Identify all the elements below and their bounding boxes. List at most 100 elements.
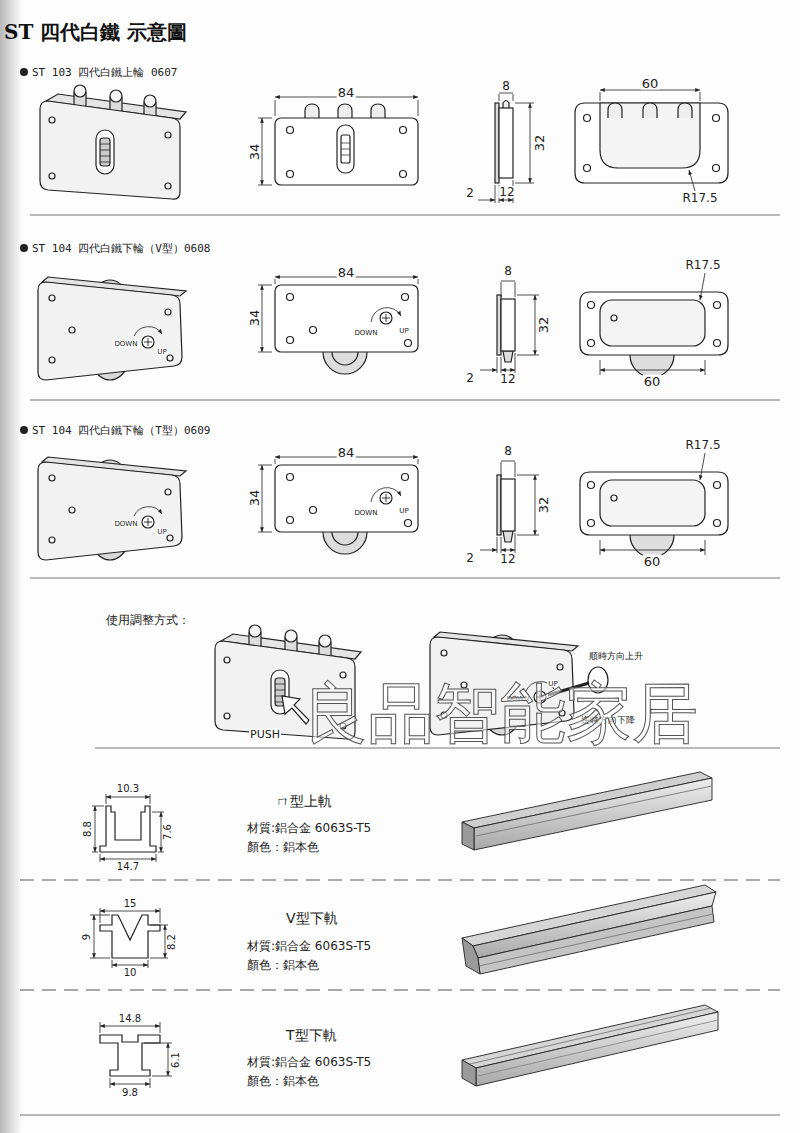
top-wheel-3d (40, 85, 186, 199)
dimension-line (530, 103, 531, 183)
dimension-line (501, 281, 515, 282)
adjust-mark: DOWN (353, 510, 378, 517)
bottom-wheel-side (497, 295, 501, 355)
dimension-label: 34 (248, 489, 261, 508)
instruction-note: 順時方向上升 (588, 652, 644, 661)
divider (20, 989, 780, 990)
dimension-line (100, 854, 156, 862)
top-wheel-front (275, 118, 418, 185)
dimension-label: 8.8 (83, 820, 93, 838)
adjust-mark: UP (156, 349, 167, 356)
top-wheel-3d (100, 138, 110, 166)
rail-profile (100, 1035, 160, 1076)
page-title: ST 四代白鐵 示意圖 (4, 22, 187, 42)
dimension-label: 14.7 (116, 862, 140, 872)
dimension-line (95, 806, 96, 852)
dimension-line (112, 960, 148, 968)
dimension-label: 8 (503, 445, 513, 457)
adjust-mark: UP (398, 328, 409, 335)
bottom-wheel-side (503, 351, 513, 362)
bullet-dot (20, 68, 28, 434)
top-wheel-back (608, 103, 622, 118)
top-wheel-back (575, 103, 728, 183)
bottom-wheel-3d (134, 327, 162, 336)
dimension-line (258, 97, 418, 185)
dimension-label: 60 (643, 375, 662, 388)
bottom-wheel-3d (38, 277, 186, 380)
dimension-line (100, 1026, 160, 1027)
top-wheel-front (371, 104, 385, 118)
bottom-wheel-front (382, 314, 390, 322)
top-wheel-front (337, 125, 354, 173)
rail-3d (479, 914, 713, 966)
rail-3d (478, 1020, 718, 1076)
top-wheel-side (499, 108, 513, 178)
bullet-dot (20, 244, 28, 252)
dimension-line (501, 370, 515, 371)
dimension-label: 12 (499, 553, 516, 565)
bottom-wheel-front (275, 285, 418, 374)
top-wheel-back (678, 103, 692, 118)
bottom-wheel-3d (144, 338, 152, 346)
rail-profile (100, 806, 156, 852)
dimension-line (94, 915, 95, 958)
bottom-wheel-3d (49, 357, 55, 363)
bottom-wheel-back (714, 302, 721, 309)
dimension-line (600, 370, 705, 371)
bottom-wheel-3d (142, 336, 154, 348)
watermark: 良品智能家居 (301, 681, 699, 747)
bottom-wheel-front (405, 340, 412, 347)
bottom-wheel-side (501, 299, 515, 351)
top-wheel-side (503, 101, 509, 109)
dimension-label: R17.5 (684, 259, 721, 271)
part-heading: ST 103 四代白鐵上輪 0607 (31, 67, 178, 78)
adjust-mark: UP (398, 508, 409, 515)
dimension-label: 2 (465, 552, 475, 564)
rail-3d (462, 1060, 476, 1086)
dimension-label: 10 (123, 968, 138, 978)
rail-profile (100, 806, 156, 852)
dimension-line (600, 90, 700, 91)
dimension-line (535, 295, 536, 355)
top-wheel-back (575, 103, 728, 183)
section-rule (30, 214, 780, 215)
top-wheel-front (287, 127, 294, 134)
rail-profile (100, 915, 160, 958)
rail-spec: 顏色：鋁本色 (246, 841, 320, 853)
dimension-line (700, 273, 705, 300)
dimension-label: 9 (82, 933, 92, 941)
dimension-label: 12 (499, 373, 516, 385)
dimension-line (600, 92, 700, 101)
rail-3d (478, 906, 714, 974)
bottom-wheel-views (38, 453, 728, 560)
dimension-label: 8 (501, 80, 511, 92)
dimension-label: R17.5 (681, 192, 718, 204)
bottom-wheel-front (275, 285, 418, 352)
rail-3d (474, 778, 712, 850)
dimension-line (501, 282, 515, 297)
bottom-wheel-front (402, 294, 409, 301)
top-wheel-back (584, 115, 591, 122)
page-shadow (0, 0, 22, 1133)
dimension-line (499, 94, 513, 101)
dimension-line (92, 794, 164, 862)
dimension-line (480, 370, 497, 371)
dimension-line (689, 170, 695, 191)
dimension-line (161, 812, 162, 852)
bottom-wheel-back (600, 300, 705, 346)
top-wheel-3d (49, 173, 55, 179)
bullet-dot (20, 426, 28, 434)
dimension-line (262, 285, 263, 352)
dimension-line (106, 794, 150, 804)
dimension-label: R17.5 (684, 439, 721, 451)
dimension-line (100, 908, 160, 923)
bottom-wheel-back (611, 315, 617, 321)
section-heading: 使用調整方式： (105, 614, 191, 626)
rail-spec: 顏色：鋁本色 (246, 959, 320, 971)
dimension-label: 34 (248, 309, 261, 328)
dimension-line (100, 1022, 172, 1088)
top-wheel-3d (165, 132, 171, 138)
rail-profile (100, 1035, 160, 1076)
adjust-mark: DOWN (113, 521, 138, 528)
